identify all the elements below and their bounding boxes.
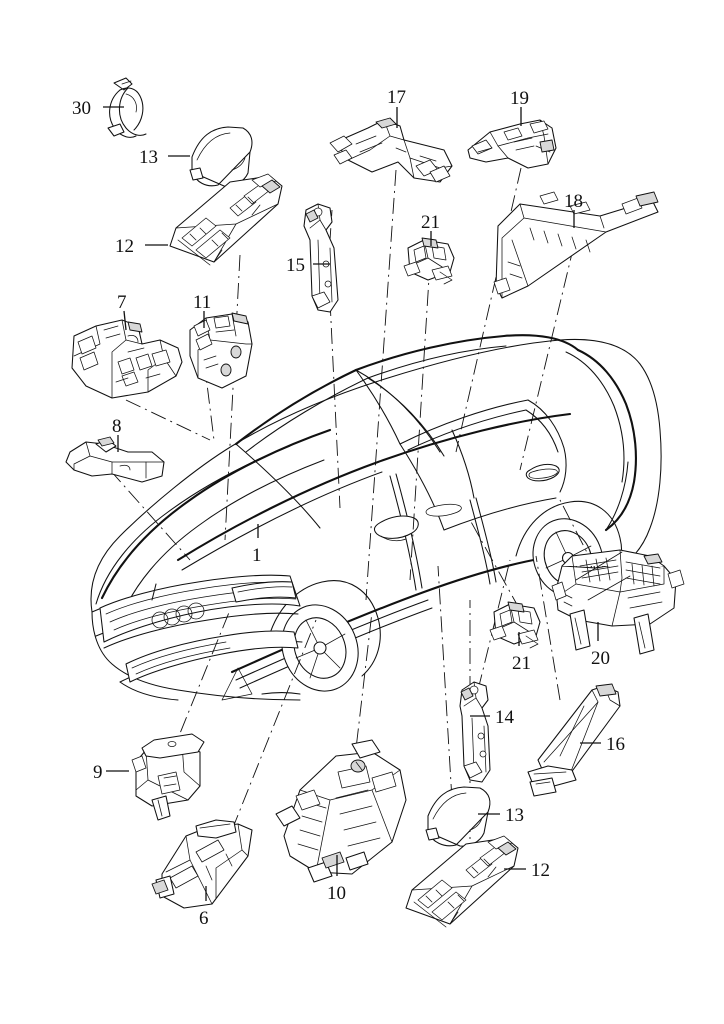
callout-label-21-connector-holder: 21: [512, 653, 531, 674]
callout-leader-lines: [103, 106, 601, 901]
part-16-d-pillar-retainer: [527, 683, 621, 797]
part-8-air-duct-retainer: [65, 436, 165, 483]
part-18-roof-channel-rail: [493, 191, 659, 299]
callout-label-8-air-duct-retainer: 8: [112, 416, 122, 437]
part-9-relay-module: [131, 733, 205, 821]
callout-label-21-connector-holder: 21: [421, 212, 440, 233]
callout-label-9-relay-module: 9: [93, 762, 103, 783]
callout-label-20-fuse-relay-carrier-large: 20: [591, 648, 610, 669]
callout-label-1-main-wiring-harness: 1: [252, 545, 262, 566]
callout-label-14-b-pillar-retainer: 14: [495, 707, 514, 728]
part-12-fuse-box-holder-top: [169, 173, 283, 266]
vehicle-suv-outline: [90, 334, 662, 701]
part-6-sill-trim-holder: [151, 819, 253, 909]
part-21-connector-holder-upper: [403, 237, 455, 285]
callout-label-16-d-pillar-retainer: 16: [606, 734, 625, 755]
callout-label-30-spring-clip: 30: [72, 98, 91, 119]
callout-label-12-fuse-box-holder: 12: [115, 236, 134, 257]
part-13-fuse-box-cover-top: [189, 126, 253, 187]
part-12-fuse-box-holder-lower: [405, 835, 519, 928]
part-13-fuse-box-cover-lower: [425, 786, 491, 847]
part-15-pillar-retainer: [303, 203, 339, 313]
callout-label-17-bracket-left: 17: [387, 87, 406, 108]
audi-rings-badge: [151, 602, 205, 629]
part-10-central-electrics-carrier: [275, 739, 407, 883]
callout-label-6-sill-trim-holder: 6: [199, 908, 209, 929]
part-17-bracket-left: [329, 117, 453, 183]
part-21-connector-holder-lower: [489, 601, 541, 649]
callout-label-10-central-electrics-carrier: 10: [327, 883, 346, 904]
callout-label-15-pillar-retainer: 15: [286, 255, 305, 276]
callout-label-7-relay-carrier: 7: [117, 292, 127, 313]
part-19-bracket-right: [467, 119, 557, 169]
callout-label-13-fuse-box-cover: 13: [505, 805, 524, 826]
part-20-fuse-relay-carrier-large: [551, 549, 685, 655]
callout-label-19-bracket-right: 19: [510, 88, 529, 109]
callout-label-12-fuse-box-holder: 12: [531, 860, 550, 881]
part-11-support-bracket: [189, 312, 253, 389]
callout-label-18-roof-channel-rail: 18: [564, 191, 583, 212]
callout-label-11-support-bracket: 11: [193, 292, 212, 313]
part-14-b-pillar-retainer: [459, 681, 491, 783]
part-30-spring-clip: [107, 77, 147, 138]
part-7-relay-carrier: [71, 319, 183, 399]
callout-label-13-fuse-box-cover: 13: [139, 147, 158, 168]
callout-leader-7: [123, 310, 127, 331]
